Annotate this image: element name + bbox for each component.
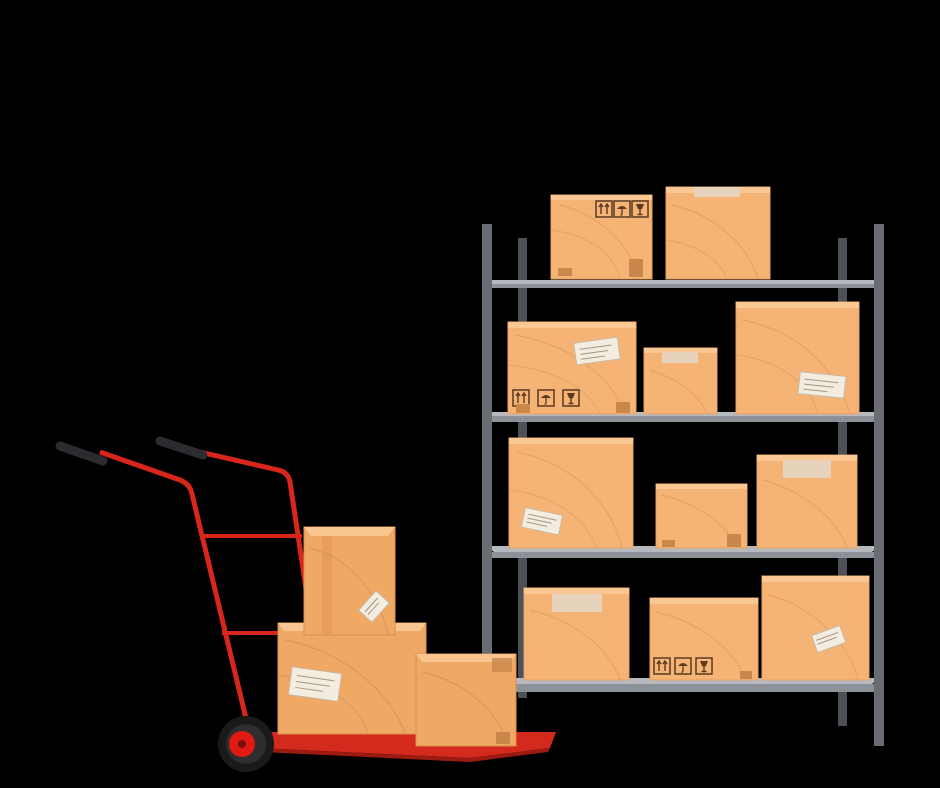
- box-shelf3-left: [508, 437, 634, 549]
- hand-truck-wheel: [218, 716, 274, 772]
- box-shelf2-right: [735, 301, 860, 415]
- box-top-left: [550, 194, 653, 280]
- shipping-label: [357, 590, 391, 623]
- truck-box-bottom-large: [277, 622, 427, 735]
- hand-truck-handle-left: [55, 441, 108, 466]
- box-shelf3-right: [756, 454, 858, 549]
- shipping-label: [797, 371, 847, 399]
- box-shelf2-left: [507, 321, 637, 415]
- hand-truck-rail-left: [99, 449, 253, 736]
- box-top-right: [665, 186, 771, 280]
- box-shelf3-middle: [655, 483, 748, 549]
- shipping-label: [287, 666, 343, 703]
- shipping-label: [573, 336, 621, 366]
- tape-strip: [662, 352, 698, 363]
- truck-box-top: [303, 526, 396, 636]
- box-shelf4-middle: [649, 597, 759, 681]
- shelf-post-front-left: [482, 224, 492, 716]
- shelf-post-front-right: [874, 224, 884, 746]
- tape-strip: [552, 594, 602, 612]
- shelf-board-1: [486, 280, 880, 288]
- box-shelf4-right: [761, 575, 870, 681]
- hand-truck: [55, 436, 556, 772]
- box-shelf2-middle: [643, 347, 718, 415]
- shipping-label: [810, 624, 847, 654]
- hand-truck-rail-right: [199, 449, 331, 736]
- tape-strip: [694, 187, 740, 197]
- truck-box-small: [415, 653, 517, 747]
- shipping-label: [520, 506, 564, 536]
- box-shelf4-left: [523, 587, 630, 681]
- hand-truck-handle-right: [155, 436, 208, 460]
- tape-strip: [783, 460, 831, 478]
